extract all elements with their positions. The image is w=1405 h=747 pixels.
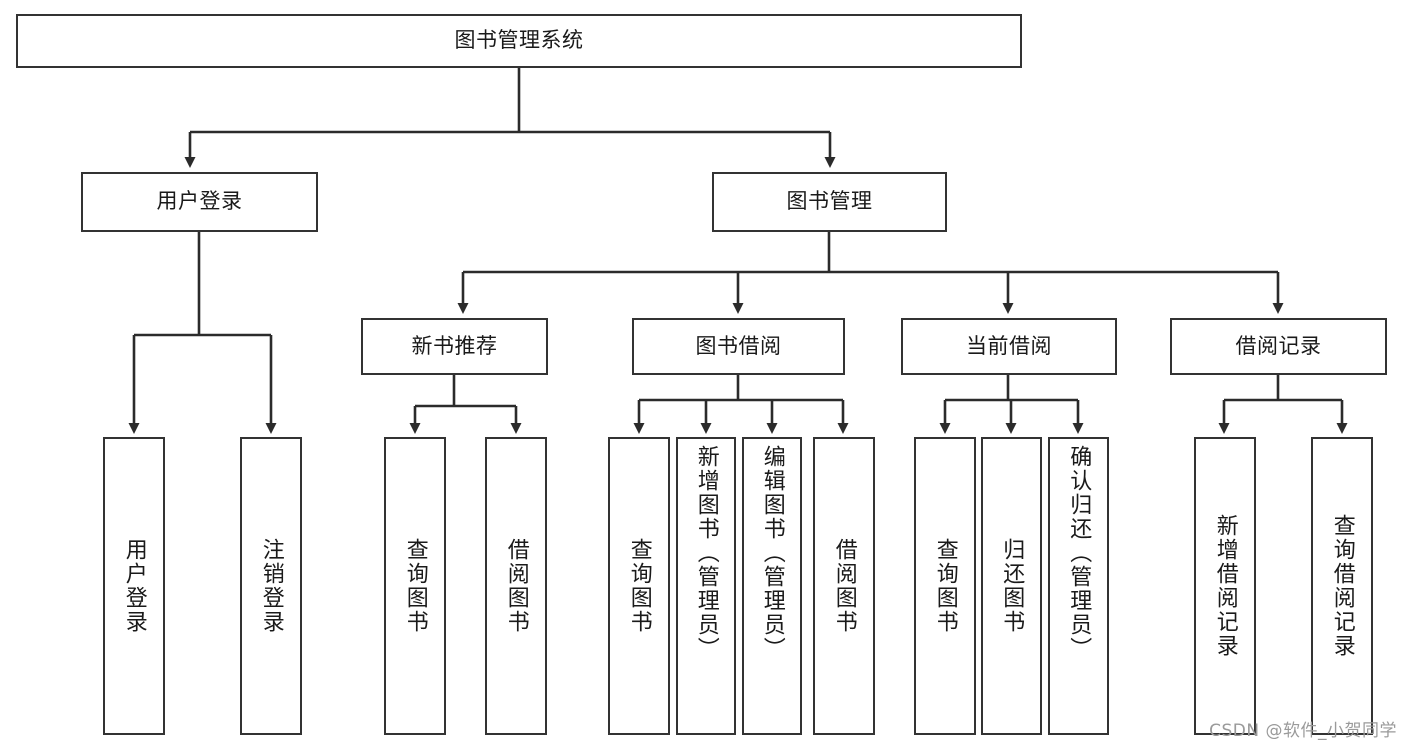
node-borrow-record[interactable]: 借阅记录	[1170, 318, 1387, 375]
watermark-text: CSDN @软件_小贺同学	[1209, 721, 1397, 741]
node-label: 查询借阅记录	[1329, 514, 1355, 658]
node-leaf-borrow-book-1[interactable]: 借阅图书	[485, 437, 547, 735]
node-leaf-query-book-3[interactable]: 查询图书	[914, 437, 976, 735]
node-label: 用户登录	[121, 538, 147, 634]
node-leaf-confirm-return-admin[interactable]: 确认归还（管理员）	[1048, 437, 1109, 735]
node-book-management[interactable]: 图书管理	[712, 172, 947, 232]
node-label: 当前借阅	[966, 333, 1052, 358]
node-label: 归还图书	[999, 538, 1025, 634]
node-leaf-query-book-1[interactable]: 查询图书	[384, 437, 446, 735]
node-user-login[interactable]: 用户登录	[81, 172, 318, 232]
node-label: 确认归还（管理员）	[1066, 445, 1092, 661]
node-label: 借阅图书	[831, 538, 857, 634]
node-leaf-borrow-book-2[interactable]: 借阅图书	[813, 437, 875, 735]
node-book-borrow[interactable]: 图书借阅	[632, 318, 845, 375]
node-leaf-query-borrow-record[interactable]: 查询借阅记录	[1311, 437, 1373, 735]
node-leaf-logout-login[interactable]: 注销登录	[240, 437, 302, 735]
node-leaf-query-book-2[interactable]: 查询图书	[608, 437, 670, 735]
node-label: 新书推荐	[411, 333, 498, 358]
node-leaf-add-book-admin[interactable]: 新增图书（管理员）	[676, 437, 736, 735]
node-current-borrow[interactable]: 当前借阅	[901, 318, 1117, 375]
node-label: 图书借阅	[695, 333, 782, 358]
node-label: 新增借阅记录	[1212, 514, 1238, 658]
node-label: 用户登录	[156, 189, 243, 214]
node-label: 图书管理系统	[454, 28, 584, 53]
node-leaf-edit-book-admin[interactable]: 编辑图书（管理员）	[742, 437, 802, 735]
node-book-management-system[interactable]: 图书管理系统	[16, 14, 1022, 68]
node-label: 查询图书	[626, 538, 652, 634]
node-new-book-recommend[interactable]: 新书推荐	[361, 318, 548, 375]
node-leaf-user-login[interactable]: 用户登录	[103, 437, 165, 735]
node-label: 借阅图书	[503, 538, 529, 634]
node-label: 图书管理	[786, 189, 873, 214]
node-label: 编辑图书（管理员）	[759, 445, 785, 661]
node-label: 注销登录	[258, 538, 284, 634]
node-leaf-add-borrow-record[interactable]: 新增借阅记录	[1194, 437, 1256, 735]
node-leaf-return-book[interactable]: 归还图书	[981, 437, 1042, 735]
node-label: 查询图书	[932, 538, 958, 634]
node-label: 借阅记录	[1235, 333, 1322, 358]
node-label: 查询图书	[402, 538, 428, 634]
node-label: 新增图书（管理员）	[693, 445, 719, 661]
